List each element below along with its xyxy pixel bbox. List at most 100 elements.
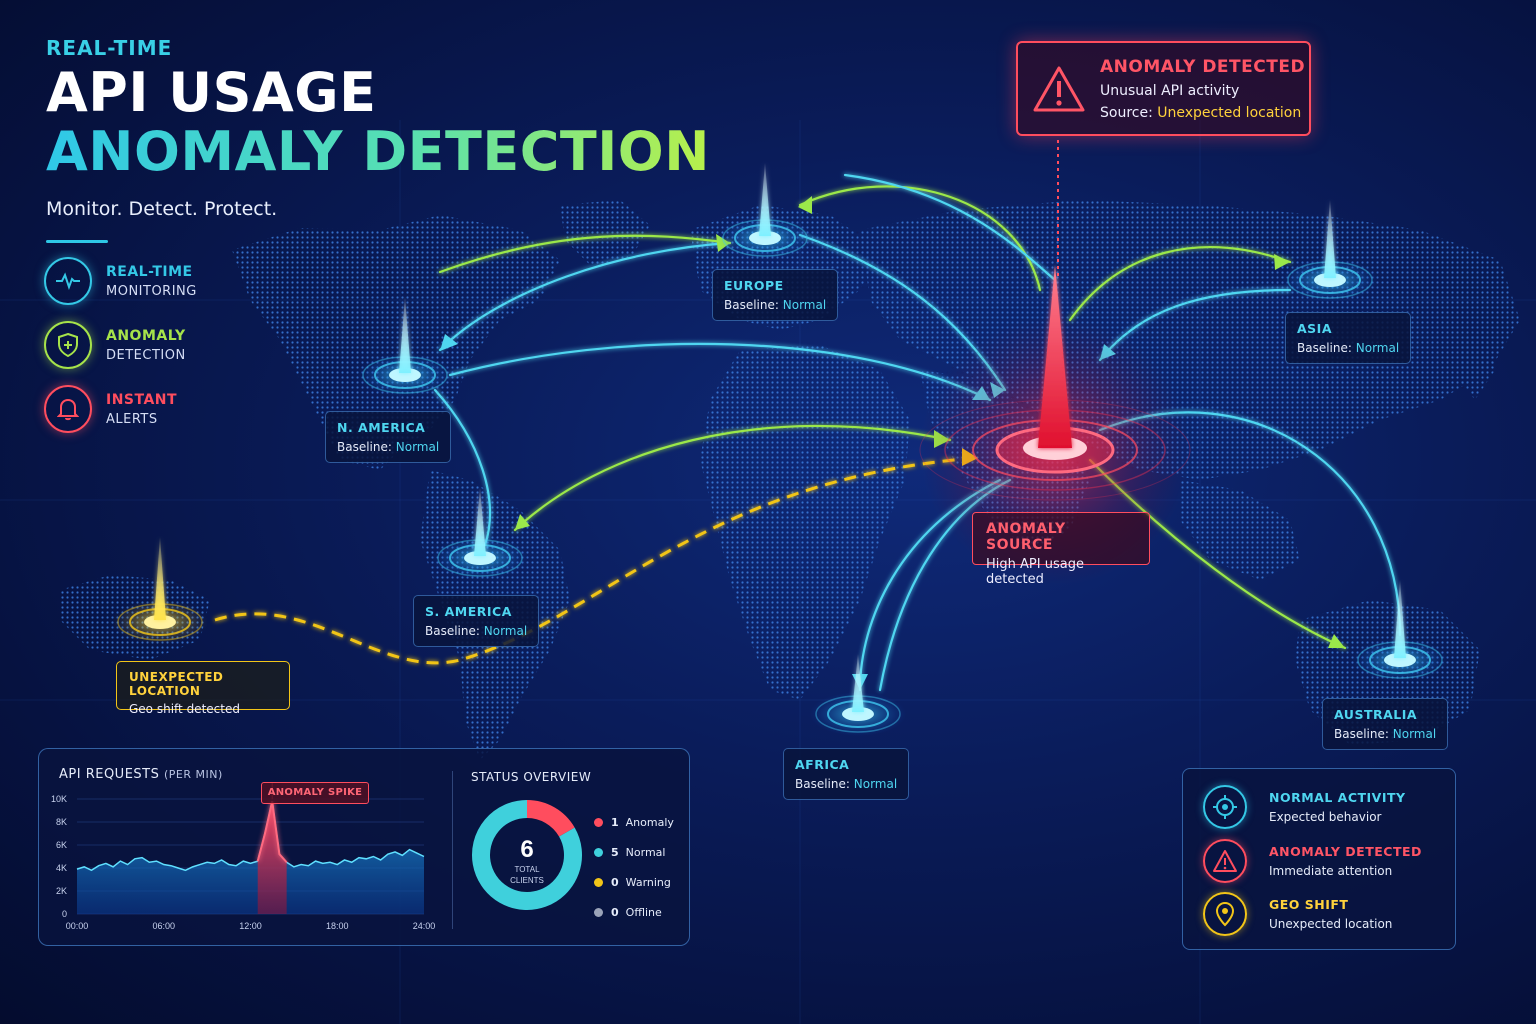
requests-chart-title-text: API REQUESTS <box>59 767 160 782</box>
status-count: 0 <box>611 905 619 919</box>
hero-underline <box>46 240 108 243</box>
region-name: ASIA <box>1297 321 1333 336</box>
status-overview-title: STATUS OVERVIEW <box>471 770 592 784</box>
geo-shift-label[interactable]: UNEXPECTED LOCATION Geo shift detected <box>116 661 290 716</box>
region-baseline: Baseline: Normal <box>1297 341 1399 355</box>
x-tick-label: 06:00 <box>152 921 175 931</box>
legend-subtitle: Immediate attention <box>1269 864 1393 878</box>
x-tick-label: 18:00 <box>326 921 349 931</box>
legend-item-anomaly: ANOMALY DETECTED Immediate attention <box>1203 839 1422 883</box>
donut-segment-anomaly[interactable] <box>526 800 575 837</box>
arrow-head-icon <box>798 196 812 214</box>
arc-top-hub <box>843 173 1057 282</box>
y-tick-label: 10K <box>51 794 67 804</box>
region-name: N. AMERICA <box>337 420 426 435</box>
region-baseline: Baseline: Normal <box>724 298 826 312</box>
status-label: Warning <box>625 875 671 889</box>
anomaly-alert[interactable]: ANOMALY DETECTED Unusual API activity So… <box>1016 41 1311 136</box>
baseline-status: Normal <box>395 440 440 454</box>
location-spike-icon <box>474 488 486 556</box>
pulse-icon <box>44 257 92 305</box>
baseline-status: Normal <box>853 777 898 791</box>
legend-title: ANOMALY DETECTED <box>1269 844 1422 859</box>
location-spike-icon <box>154 537 166 620</box>
alert-title: ANOMALY DETECTED <box>1100 56 1306 77</box>
location-pin-icon <box>1203 892 1247 936</box>
feature-title: INSTANT <box>106 391 178 408</box>
node-north-america[interactable] <box>357 297 453 397</box>
region-label-south-america[interactable]: S. AMERICA Baseline: Normal <box>413 595 540 647</box>
requests-area <box>77 801 424 914</box>
node-asia[interactable] <box>1282 200 1378 302</box>
feature-detection: ANOMALY DETECTION <box>44 320 197 370</box>
total-clients-label: CLIENTS <box>510 876 544 885</box>
region-label-africa[interactable]: AFRICA Baseline: Normal <box>783 748 910 800</box>
location-spike-icon <box>1394 580 1406 658</box>
y-tick-label: 6K <box>56 840 67 850</box>
baseline-label: Baseline: <box>425 624 480 638</box>
hero-tagline: Monitor. Detect. Protect. <box>46 198 278 220</box>
baseline-label: Baseline: <box>337 440 392 454</box>
region-label-north-america[interactable]: N. AMERICA Baseline: Normal <box>325 411 452 463</box>
warning-icon <box>1203 839 1247 883</box>
legend-title: GEO SHIFT <box>1269 897 1349 912</box>
status-dot <box>594 907 603 917</box>
arc-namerica-samerica <box>433 388 492 547</box>
feature-monitoring: REAL-TIME MONITORING <box>44 256 197 306</box>
baseline-status: Normal <box>1392 727 1437 741</box>
alert-source-value: Unexpected location <box>1157 104 1302 121</box>
feature-title: ANOMALY <box>106 327 186 344</box>
region-label-europe[interactable]: EUROPE Baseline: Normal <box>712 269 839 321</box>
legend-item-normal: NORMAL ACTIVITY Expected behavior <box>1203 785 1406 829</box>
y-tick-label: 8K <box>56 817 67 827</box>
panel-divider <box>452 771 453 929</box>
node-south-america[interactable] <box>432 488 528 580</box>
total-clients-count: 6 <box>520 836 533 863</box>
status-count: 1 <box>611 815 619 829</box>
feature-list: REAL-TIME MONITORING ANOMALY DETECTION I… <box>44 256 197 448</box>
crosshair-icon <box>1203 785 1247 829</box>
node-australia[interactable] <box>1352 580 1448 682</box>
location-spike-icon <box>759 163 771 236</box>
region-label-asia[interactable]: ASIA Baseline: Normal <box>1285 312 1412 364</box>
requests-line <box>76 801 425 872</box>
status-donut[interactable]: 6 TOTAL CLIENTS <box>467 795 587 915</box>
y-tick-label: 0 <box>62 909 67 919</box>
location-spike-icon <box>852 654 864 712</box>
status-label: Anomaly <box>625 815 674 829</box>
warning-icon <box>1033 66 1085 111</box>
anomaly-spike-tag: ANOMALY SPIKE <box>261 782 369 804</box>
node-europe[interactable] <box>717 163 813 260</box>
alert-source-label: Source: <box>1100 104 1158 121</box>
status-item-anomaly[interactable]: 1 Anomaly <box>594 807 674 837</box>
geo-shift-subtitle: Geo shift detected <box>129 702 240 716</box>
region-name: AUSTRALIA <box>1334 707 1418 722</box>
region-name: EUROPE <box>724 278 784 293</box>
x-tick-label: 24:00 <box>413 921 436 931</box>
node-unexpected-location[interactable] <box>112 537 208 644</box>
arc-europe-namerica <box>438 241 732 352</box>
location-spike-icon <box>399 297 411 373</box>
arrow-head-icon <box>1274 254 1290 270</box>
region-label-australia[interactable]: AUSTRALIA Baseline: Normal <box>1322 698 1449 750</box>
location-spike-icon <box>1324 200 1336 278</box>
baseline-status: Normal <box>1355 341 1400 355</box>
region-baseline: Baseline: Normal <box>1334 727 1436 741</box>
node-africa[interactable] <box>810 654 906 736</box>
status-label: Normal <box>625 845 666 859</box>
anomaly-source-label[interactable]: ANOMALY SOURCE High API usage detected <box>972 512 1150 587</box>
region-baseline: Baseline: Normal <box>795 777 897 791</box>
donut-segment-normal[interactable] <box>472 800 582 910</box>
y-tick-label: 4K <box>56 863 67 873</box>
hero-title-highlight: ANOMALY DETECTION <box>46 120 710 183</box>
baseline-label: Baseline: <box>724 298 779 312</box>
hero: REAL-TIME API USAGE ANOMALY DETECTION Mo… <box>46 36 710 243</box>
requests-chart-unit: (PER MIN) <box>164 768 223 781</box>
region-baseline: Baseline: Normal <box>425 624 527 638</box>
x-tick-label: 00:00 <box>66 921 89 931</box>
